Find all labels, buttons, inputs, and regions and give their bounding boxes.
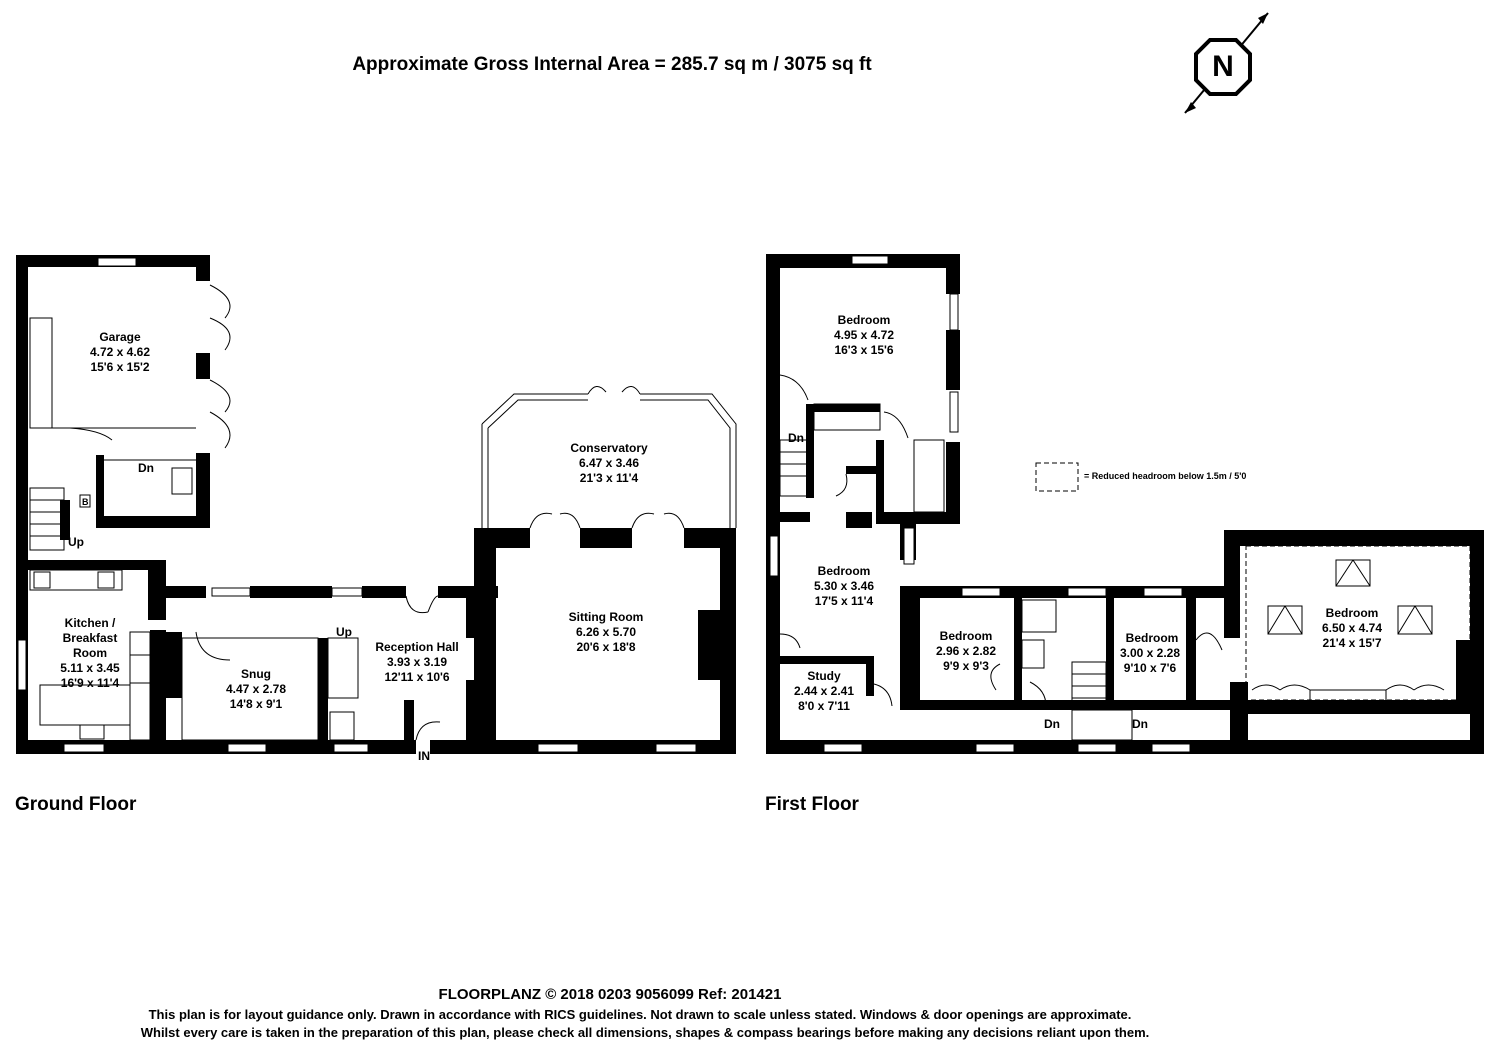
room-imperial: 8'0 x 7'11 [798, 699, 850, 713]
stairs-down-label: Dn [788, 431, 804, 445]
room-imperial: 21'3 x 11'4 [580, 471, 639, 485]
room-metric: 3.00 x 2.28 [1120, 646, 1180, 660]
room-reception-hall: Reception Hall 3.93 x 3.19 12'11 x 10'6 [375, 640, 458, 684]
room-bedroom-4: Bedroom 3.00 x 2.28 9'10 x 7'6 [1120, 631, 1180, 675]
room-name-line3: Room [73, 646, 107, 660]
room-bedroom-5: Bedroom 6.50 x 4.74 21'4 x 15'7 [1322, 606, 1382, 650]
room-imperial: 20'6 x 18'8 [576, 640, 635, 654]
footer-note-line2: Whilst every care is taken in the prepar… [141, 1025, 1150, 1040]
stairs-up-label: Up [336, 625, 352, 639]
first-floor-label: First Floor [765, 794, 860, 815]
room-name: Bedroom [838, 313, 891, 327]
room-imperial: 15'6 x 15'2 [90, 360, 149, 374]
room-imperial: 16'3 x 15'6 [834, 343, 893, 357]
footer: FLOORPLANZ © 2018 0203 9056099 Ref: 2014… [141, 986, 1150, 1040]
room-conservatory: Conservatory 6.47 x 3.46 21'3 x 11'4 [570, 441, 648, 485]
room-metric: 2.44 x 2.41 [794, 684, 854, 698]
room-name-line2: Breakfast [63, 631, 118, 645]
room-metric: 2.96 x 2.82 [936, 644, 996, 658]
room-metric: 3.93 x 3.19 [387, 655, 447, 669]
compass-letter: N [1212, 50, 1234, 83]
room-metric: 6.26 x 5.70 [576, 625, 636, 639]
room-imperial: 14'8 x 9'1 [230, 697, 283, 711]
room-name: Bedroom [1326, 606, 1379, 620]
ground-floor-label: Ground Floor [15, 794, 137, 815]
room-bedroom-3: Bedroom 2.96 x 2.82 9'9 x 9'3 [936, 629, 996, 673]
area-title: Approximate Gross Internal Area = 285.7 … [352, 54, 872, 75]
room-kitchen-breakfast: Kitchen / Breakfast Room 5.11 x 3.45 16'… [60, 616, 120, 690]
boiler-label: B [82, 497, 89, 507]
first-floor-plan [766, 254, 1484, 754]
room-name: Conservatory [570, 441, 648, 455]
stairs-down-label: Dn [138, 461, 154, 475]
room-snug: Snug 4.47 x 2.78 14'8 x 9'1 [226, 667, 286, 711]
ground-floor-labels: Garage 4.72 x 4.62 15'6 x 15'2 Conservat… [15, 330, 648, 815]
compass-icon: N [1184, 12, 1269, 114]
reduced-headroom-legend: = Reduced headroom below 1.5m / 5'0 [1084, 471, 1246, 481]
room-study: Study 2.44 x 2.41 8'0 x 7'11 [794, 669, 854, 713]
room-imperial: 9'9 x 9'3 [943, 659, 989, 673]
ground-floor-plan [16, 255, 737, 754]
room-metric: 5.30 x 3.46 [814, 579, 874, 593]
room-metric: 5.11 x 3.45 [60, 661, 120, 675]
room-imperial: 12'11 x 10'6 [384, 670, 449, 684]
room-sitting-room: Sitting Room 6.26 x 5.70 20'6 x 18'8 [569, 610, 644, 654]
room-metric: 4.47 x 2.78 [226, 682, 286, 696]
room-metric: 4.95 x 4.72 [834, 328, 894, 342]
room-name: Garage [99, 330, 141, 344]
stairs-down-label: Dn [1044, 717, 1060, 731]
room-name: Reception Hall [375, 640, 458, 654]
room-metric: 6.50 x 4.74 [1322, 621, 1382, 635]
first-floor-labels: Bedroom 4.95 x 4.72 16'3 x 15'6 Bedroom … [765, 313, 1382, 815]
room-bedroom-1: Bedroom 4.95 x 4.72 16'3 x 15'6 [834, 313, 894, 357]
room-imperial: 9'10 x 7'6 [1124, 661, 1177, 675]
room-imperial: 17'5 x 11'4 [815, 594, 874, 608]
room-name: Sitting Room [569, 610, 644, 624]
room-metric: 6.47 x 3.46 [579, 456, 639, 470]
entrance-label: IN [418, 749, 430, 763]
room-imperial: 21'4 x 15'7 [1322, 636, 1381, 650]
footer-brand-line: FLOORPLANZ © 2018 0203 9056099 Ref: 2014… [439, 986, 782, 1003]
room-garage: Garage 4.72 x 4.62 15'6 x 15'2 [90, 330, 150, 374]
room-metric: 4.72 x 4.62 [90, 345, 150, 359]
room-bedroom-2: Bedroom 5.30 x 3.46 17'5 x 11'4 [814, 564, 874, 608]
room-name: Bedroom [1126, 631, 1179, 645]
room-name: Bedroom [940, 629, 993, 643]
stairs-up-label: Up [68, 535, 84, 549]
room-name: Kitchen / [65, 616, 116, 630]
room-name: Snug [241, 667, 271, 681]
footer-note-line1: This plan is for layout guidance only. D… [149, 1007, 1132, 1022]
room-name: Bedroom [818, 564, 871, 578]
room-imperial: 16'9 x 11'4 [61, 676, 120, 690]
room-name: Study [807, 669, 841, 683]
stairs-down-label: Dn [1132, 717, 1148, 731]
